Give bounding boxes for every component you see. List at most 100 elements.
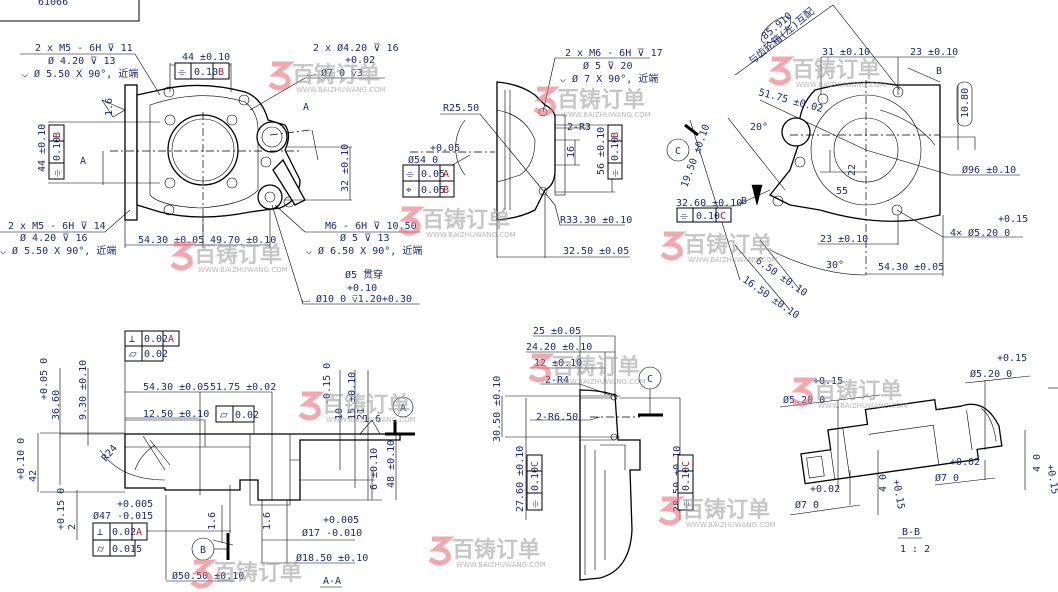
watermark-text: 百铸订单 bbox=[194, 242, 282, 268]
dim-2-r4: 2-R4 bbox=[545, 375, 569, 386]
fcf-value: 0.10 bbox=[681, 467, 692, 491]
dim-hole-5-20-right: Ø5.20 0 bbox=[970, 368, 1012, 380]
dim-24-20: 24.20 ±0.10 bbox=[526, 342, 592, 353]
watermark-text: 百铸订单 bbox=[322, 392, 410, 418]
watermarks: 百铸订单 WWW.BAIZHUWANG.COM 百铸订单 WWW.BAIZHUW… bbox=[170, 56, 908, 589]
watermark-text: 百铸订单 bbox=[452, 537, 540, 563]
fcf-datum: A bbox=[168, 334, 174, 345]
fcf-perp-flat: ⊥ 0.02 A ⏥ 0.02 bbox=[124, 330, 180, 362]
dim-42: 42 bbox=[28, 470, 39, 482]
watermark-url: WWW.BAIZHUWANG.COM bbox=[426, 231, 516, 239]
tol-2: +0.15 0 bbox=[56, 488, 67, 530]
dim-depth-4-right: 4 0 bbox=[1032, 454, 1043, 472]
datum-b: B bbox=[191, 537, 228, 561]
fcf-value: 0.10 bbox=[530, 467, 541, 491]
hole-callout-m6-line2: Ø 5 ⊽ 20 bbox=[583, 60, 632, 72]
fcf-flatness: ⏥ 0.02 bbox=[215, 405, 259, 423]
tol-hole-7-right: +0.02 bbox=[950, 457, 980, 468]
fcf-value: 0.05 bbox=[421, 169, 445, 180]
datum-c-side: C bbox=[638, 366, 662, 390]
watermark-text: 百铸订单 bbox=[814, 378, 902, 404]
fcf-datum: C bbox=[681, 461, 692, 467]
view-side: 2 x M6 - 6H ⊽ 17 Ø 5 ⊽ 20 ⌵ Ø 7 X 90°, 近… bbox=[402, 48, 663, 258]
view-section-a-a: ⊥ 0.02 A ⏥ 0.02 +0.05 0 36.60 9.30 ±0.10… bbox=[16, 330, 415, 588]
dim-22: 22 bbox=[847, 164, 858, 176]
dim-2-r3: 2-R3 bbox=[567, 122, 591, 133]
fcf-value: 0.015 bbox=[112, 544, 142, 555]
hole-callout-3-line3: ⌵ Ø 5.50 X 90°, 近端 bbox=[0, 244, 116, 257]
dim-30-50: 30.50 ±0.10 bbox=[492, 376, 503, 442]
part-outline-section-a bbox=[99, 419, 401, 506]
dim-dia-17: Ø17 -0.010 bbox=[302, 527, 362, 539]
watermark: 百铸订单 WWW.BAIZHUWANG.COM bbox=[428, 536, 546, 569]
watermark-text: 百铸订单 bbox=[684, 232, 772, 258]
hole-callout-m6-line3: ⌵ Ø 7 X 90°, 近端 bbox=[560, 72, 658, 85]
tol-dia-47: +0.005 bbox=[117, 499, 153, 510]
watermark-text: 百铸订单 bbox=[292, 62, 380, 88]
dim-25: 25 ±0.05 bbox=[533, 326, 581, 337]
fcf-datum: A bbox=[136, 527, 142, 538]
tol-10: -0.15 0 bbox=[322, 363, 333, 405]
part-outline-rear bbox=[768, 80, 941, 275]
dim-27-60: 27.60 ±0.10 bbox=[515, 446, 526, 512]
dim-dia-54: Ø54 0 bbox=[408, 154, 438, 166]
dimension-lines-section-a bbox=[37, 331, 415, 582]
watermark: 百铸订单 WWW.BAIZHUWANG.COM bbox=[533, 86, 651, 119]
watermark-text: 百铸订单 bbox=[552, 354, 640, 380]
hole-callout-5-line2: +0.10 bbox=[347, 283, 377, 294]
tol-depth-4-right: +0.15 bbox=[1044, 464, 1058, 496]
watermark-text: 百铸订单 bbox=[792, 57, 880, 83]
part-outline-front bbox=[110, 84, 311, 245]
datum-a: A bbox=[392, 396, 414, 418]
section-scale: 1 : 2 bbox=[900, 544, 930, 555]
fcf-value: 0.10 bbox=[52, 137, 63, 161]
tol-plus-0-15: +0.15 bbox=[998, 214, 1028, 225]
roughness-1-6-c: 1.6 bbox=[262, 512, 273, 530]
dim-31: 31 ±0.10 bbox=[822, 47, 870, 58]
dim-12-50: 12.50 ±0.10 bbox=[143, 409, 209, 420]
perpendicularity-icon: ⊥ bbox=[97, 527, 103, 538]
view-front: 2 x M5 - 6H ⊽ 11 Ø 4.20 ⊽ 13 ⌵ Ø 5.50 X … bbox=[0, 42, 422, 305]
datum-c-label: C bbox=[647, 374, 653, 385]
dim-48: 48 ±0.10 bbox=[386, 440, 397, 488]
fcf-datum: B bbox=[52, 132, 63, 138]
dim-54-30: 54.30 ±0.05 bbox=[138, 235, 204, 246]
fcf-value: 0.05 bbox=[421, 185, 445, 196]
dim-54-30-rear: 54.30 ±0.05 bbox=[878, 262, 944, 273]
watermark: 百铸订单 WWW.BAIZHUWANG.COM bbox=[528, 353, 646, 386]
watermark: 百铸订单 bbox=[190, 559, 302, 589]
fcf-value: 0.02 bbox=[144, 349, 168, 360]
datum-a-label: A bbox=[400, 403, 406, 414]
dimension-lines-side-section bbox=[501, 335, 681, 520]
perpendicularity-icon: ⊥ bbox=[129, 334, 135, 345]
hole-callout-4-line2: Ø 5 ⊽ 13 bbox=[340, 232, 389, 244]
hole-callout-m6-line1: 2 x M6 - 6H ⊽ 17 bbox=[565, 48, 663, 59]
section-label-a-left: A bbox=[80, 156, 86, 167]
fcf-datum: C bbox=[530, 461, 541, 467]
watermark-url: WWW.BAIZHUWANG.COM bbox=[198, 266, 288, 274]
fcf-vertical-56: B 0.10 ⌯ bbox=[607, 124, 623, 180]
fcf-value: 0.02 bbox=[235, 410, 259, 421]
dim-55: 55 bbox=[836, 186, 848, 197]
fcf-vertical-symmetry: B 0.10 ⌯ bbox=[48, 124, 65, 180]
hole-callout-1-line1: 2 x M5 - 6H ⊽ 11 bbox=[35, 43, 133, 54]
dim-hole-7-right: Ø7 0 bbox=[935, 472, 959, 484]
dimension-lines-rear bbox=[684, 4, 1023, 311]
watermark-text: 百铸订单 bbox=[682, 497, 770, 523]
dim-32: 32 ±0.10 bbox=[340, 144, 351, 192]
roughness-1-6: 1.6 bbox=[104, 98, 115, 116]
tol-42: +0.10 0 bbox=[16, 438, 27, 480]
hole-callout-3-line2: Ø 4.20 ⊽ 16 bbox=[20, 232, 88, 244]
tol-36-60: +0.05 0 bbox=[39, 358, 50, 400]
fcf-vertical-28-50: C 0.10 ⌯ bbox=[677, 454, 694, 511]
hole-callout-5-line3: ⌴ Ø10 0 ⊽1.20+0.30 bbox=[302, 293, 412, 305]
roughness-1-6-a: 1.6 bbox=[363, 414, 381, 425]
dim-dia-18-50: Ø18.50 ±0.10 bbox=[296, 552, 368, 564]
tol-hole-5-20-right: +0.15 bbox=[997, 353, 1027, 364]
dim-32-50: 32.50 ±0.05 bbox=[563, 246, 629, 257]
dim-6: 6 ±0.10 bbox=[369, 448, 380, 490]
dim-49-70: 49.70 ±0.10 bbox=[210, 235, 276, 246]
watermark-url: WWW.BAIZHUWANG.COM bbox=[296, 86, 386, 94]
dim-23-top: 23 ±0.10 bbox=[910, 47, 958, 58]
watermark: 百铸订单 WWW.BAIZHUWANG.COM bbox=[170, 241, 288, 274]
